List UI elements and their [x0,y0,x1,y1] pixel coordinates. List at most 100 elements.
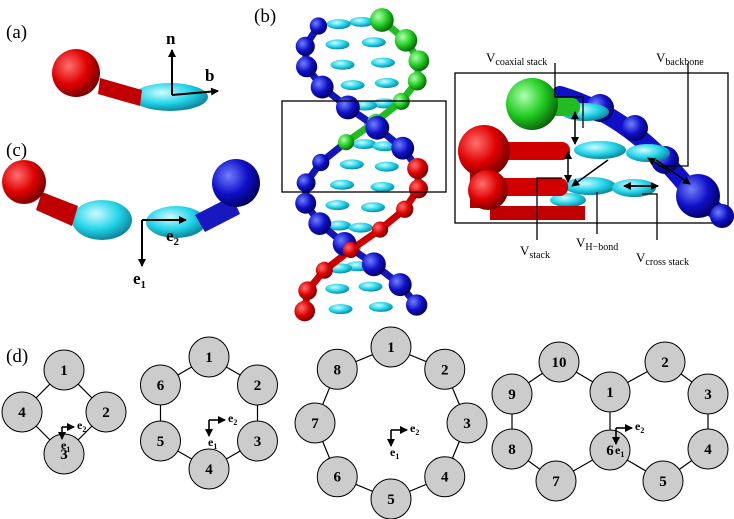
ring-node [687,373,729,415]
helix-nucleotide [335,95,360,120]
helix-base [370,181,395,192]
ring-node-label: 4 [704,442,712,458]
leader-lines [536,63,689,240]
helix-base [352,139,377,150]
label-v-coaxial-stack: Vcoaxial stack [486,50,547,68]
helix-nucleotide [308,212,332,235]
helix-nucleotide [315,261,333,279]
ring-diagrams: 1234e2e1123456e2e112345678e2e11234567891… [1,326,729,519]
ring-vector-e2-label: e2 [635,419,644,435]
helix-base [340,80,365,91]
ring-node-label: 5 [387,492,395,508]
ring-node [446,402,488,444]
ring-node [85,391,127,433]
helix-nucleotide [408,179,429,199]
ring-node [687,428,729,470]
helix-nucleotide [396,200,414,218]
helix-nucleotide [407,71,427,91]
helix-base [368,301,393,312]
ring-node-label: 8 [508,442,516,458]
ring-node-label: 2 [441,362,449,378]
helix-base [374,77,399,88]
panel-label-a: (a) [6,22,27,43]
ring-node-label: 8 [334,362,342,378]
ring-node-label: 6 [606,443,614,459]
helix-base [370,57,395,68]
helix-nucleotide [294,300,316,322]
ring-node [491,373,533,415]
ring-node-label: 6 [157,378,165,394]
ring-node-label: 7 [552,474,560,490]
helix-nucleotide [295,36,315,56]
helix-nucleotide [370,8,394,32]
ring-node [370,478,412,519]
helix-nucleotide [388,273,412,297]
ring-node [370,326,412,368]
helix-base [358,281,383,292]
ring-node-label: 3 [254,434,262,450]
helix-base [330,59,355,70]
ring-node [1,391,43,433]
ring-node [424,456,466,498]
ring-node-label: 9 [508,387,516,403]
ring-node [236,420,278,462]
ring-node-label: 3 [60,447,68,463]
helix-base [326,19,351,30]
inset-model [458,78,734,228]
helix-nucleotide [407,157,429,180]
ring-node [589,429,631,471]
label-v-hbond: VH−bond [576,235,618,253]
ring-node-label: 1 [606,385,614,401]
ring-node-label: 4 [18,405,26,421]
ring-node-label: 4 [205,462,213,478]
helix-nucleotide [408,50,430,72]
ring-node-label: 3 [463,416,471,432]
ring-node-label: 2 [661,355,669,371]
panel-label-c: (c) [6,140,27,161]
helix-nucleotide [342,241,359,258]
nucleotide-model-a [52,49,208,111]
ring-node-label: 2 [102,405,110,421]
helix-base [361,202,386,213]
helix-nucleotide [361,252,386,277]
ring-vector-e2-label: e2 [228,411,237,427]
helix-nucleotide [296,56,318,78]
zoom-box-helix [281,100,447,193]
ring-node-label: 4 [441,470,449,486]
ring-node-label: 1 [60,363,68,379]
helix-base [328,304,353,315]
helix-nucleotide [312,153,330,172]
interaction-arrows [564,111,691,190]
ring-node-label: 5 [659,474,667,490]
vector-e2-label: e2 [166,226,180,248]
helix-nucleotide [298,281,317,300]
ring-node-label: 7 [311,416,319,432]
ring-vector-e2-label: e2 [77,418,86,434]
base-pair-model-c [2,159,260,240]
ring-vector-e1-label: e1 [61,438,70,454]
ring-node [294,402,336,444]
ring-vector-e1-label: e1 [208,435,217,451]
ring-node [538,341,580,383]
helix-nucleotide [295,192,317,214]
vector-n-label: n [166,29,176,48]
ring-node-label: 10 [552,355,567,371]
helix-base [361,37,386,48]
helix-nucleotide [337,134,355,151]
ring-node-label: 3 [704,387,712,403]
helix-nucleotide [371,221,389,238]
ring-node [43,349,85,391]
vector-b-label: b [205,66,214,85]
panel-label-d: (d) [6,346,28,367]
ring-node-label: 1 [205,350,213,366]
ring-node [642,460,684,502]
helix-base [327,220,352,231]
dna-helix-model [294,8,430,322]
ring-node [140,420,182,462]
vector-e1-label: e1 [133,269,146,291]
ring-node-label: 6 [334,470,342,486]
helix-base [374,161,399,172]
ring-node [316,348,358,390]
helix-base [339,159,364,170]
